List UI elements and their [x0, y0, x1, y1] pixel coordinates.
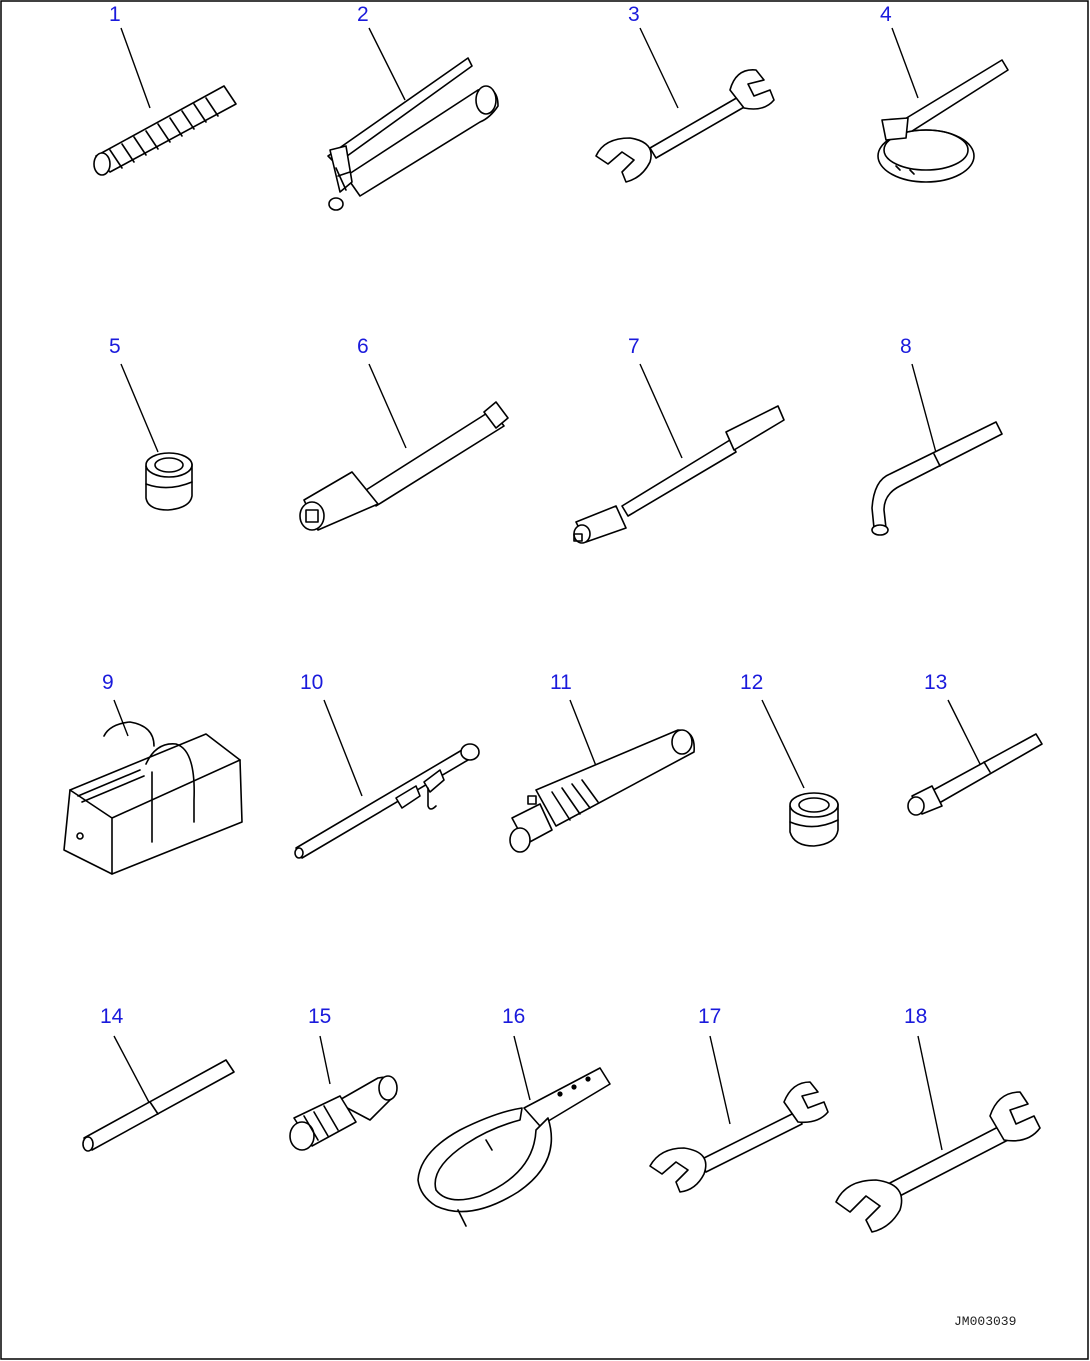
part-9: 9 [63, 671, 243, 875]
filter-wrench-icon [877, 59, 1009, 183]
callout-4: 4 [880, 3, 892, 26]
tool-bag-icon [63, 721, 243, 875]
hex-key-icon [871, 421, 1003, 536]
part-12: 12 [740, 671, 839, 847]
leader-18 [917, 1035, 943, 1151]
leader-15 [319, 1035, 331, 1085]
part-6: 6 [299, 335, 509, 531]
callout-5: 5 [109, 335, 121, 358]
part-3: 3 [595, 3, 775, 183]
part-14: 14 [82, 1005, 235, 1152]
drawing-reference: JM003039 [954, 1314, 1016, 1329]
part-18: 18 [835, 1005, 1041, 1233]
leader-4 [891, 27, 919, 99]
grease-gun-icon [327, 57, 499, 211]
part-15: 15 [289, 1005, 398, 1151]
part-1: 1 [93, 3, 237, 176]
callout-6: 6 [357, 335, 369, 358]
extension-icon [907, 733, 1043, 816]
part-2: 2 [327, 3, 499, 211]
socket-icon [789, 792, 839, 847]
callout-13: 13 [924, 671, 947, 694]
callout-1: 1 [109, 3, 121, 26]
bar-icon [82, 1059, 235, 1152]
leader-17 [709, 1035, 731, 1125]
hook-spanner-icon [417, 1067, 611, 1227]
leader-3 [639, 27, 679, 109]
callout-11: 11 [550, 671, 572, 694]
callout-9: 9 [102, 671, 114, 694]
leader-14 [113, 1035, 153, 1109]
leader-11 [569, 699, 601, 777]
spring-icon [93, 85, 237, 176]
part-13: 13 [907, 671, 1043, 816]
part-7: 7 [573, 335, 785, 544]
socket-icon [145, 452, 193, 511]
callout-10: 10 [300, 671, 323, 694]
callout-12: 12 [740, 671, 763, 694]
leader-10 [323, 699, 363, 797]
leader-1 [120, 27, 151, 109]
leader-13 [947, 699, 981, 765]
extension-bar-icon [299, 401, 509, 531]
callout-8: 8 [900, 335, 912, 358]
wrench-icon [649, 1081, 829, 1193]
callout-2: 2 [357, 3, 369, 26]
wrench-icon [835, 1091, 1041, 1233]
leader-12 [761, 699, 805, 789]
leader-5 [120, 363, 159, 453]
leader-6 [368, 363, 407, 449]
part-8: 8 [871, 335, 1003, 536]
part-10: 10 [294, 671, 480, 859]
part-5: 5 [109, 335, 193, 511]
wrench-icon [595, 69, 775, 183]
part-4: 4 [877, 3, 1009, 183]
leader-9 [113, 699, 129, 737]
callout-18: 18 [904, 1005, 927, 1028]
part-17: 17 [649, 1005, 829, 1193]
callout-7: 7 [628, 335, 640, 358]
part-11: 11 [509, 671, 695, 853]
leader-2 [368, 27, 406, 101]
callout-16: 16 [502, 1005, 525, 1028]
callout-14: 14 [100, 1005, 124, 1028]
leader-8 [911, 363, 939, 461]
spinner-handle-icon [573, 405, 785, 544]
handle-icon [509, 729, 695, 853]
adapter-icon [289, 1075, 398, 1151]
leader-7 [639, 363, 683, 459]
callout-17: 17 [698, 1005, 721, 1028]
part-16: 16 [417, 1005, 611, 1227]
leader-16 [513, 1035, 531, 1101]
callout-15: 15 [308, 1005, 331, 1028]
callout-3: 3 [628, 3, 640, 26]
nozzle-icon [294, 743, 480, 859]
